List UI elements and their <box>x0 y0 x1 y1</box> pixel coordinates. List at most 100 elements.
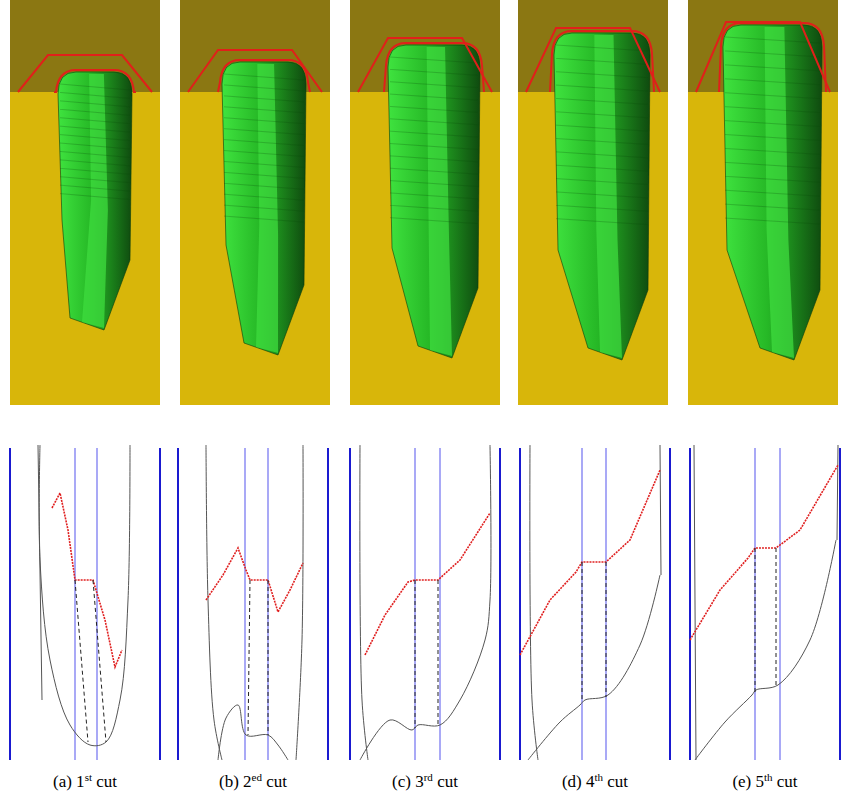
facet-line <box>390 94 478 100</box>
facet-line <box>556 152 648 158</box>
boundary-line <box>177 448 179 760</box>
guide-line <box>439 448 440 760</box>
tool-profile <box>218 705 288 760</box>
facet-line <box>224 183 304 189</box>
inner-profile <box>218 60 310 92</box>
facet-line <box>390 131 478 137</box>
facet-line <box>725 148 820 154</box>
chip-section <box>776 548 777 686</box>
facet-line <box>390 144 478 150</box>
guide-line <box>267 448 268 760</box>
facet-line <box>556 205 648 211</box>
facet-line <box>556 98 648 104</box>
inner-profile <box>550 31 654 92</box>
panel-caption: (c) 3rd cut <box>392 772 458 792</box>
chip-section <box>93 580 106 742</box>
tool-side <box>694 445 696 760</box>
panel-caption: (b) 2ed cut <box>219 772 287 792</box>
outer-profile <box>18 55 152 92</box>
facet-line <box>224 194 304 200</box>
tool-side <box>530 445 538 760</box>
cut-profile <box>365 513 490 655</box>
facet-line <box>60 101 130 107</box>
facet-line <box>390 193 478 199</box>
boundary-line <box>9 448 11 760</box>
chip-section <box>415 580 416 728</box>
tool-body <box>554 33 650 360</box>
facet-line <box>224 151 304 157</box>
tool-body <box>222 62 306 355</box>
facet-line <box>725 51 820 57</box>
inner-profile <box>54 70 136 92</box>
facet-line <box>224 205 304 211</box>
section-panel <box>520 445 670 760</box>
facet-line <box>390 106 478 112</box>
chip-section <box>75 580 88 742</box>
tool-side <box>360 445 368 760</box>
cut-profile <box>52 493 122 667</box>
facet-line <box>725 162 820 168</box>
tool-flank <box>765 27 794 358</box>
cut-profile <box>206 548 303 612</box>
facet-line <box>60 143 130 149</box>
facet-line <box>725 93 820 99</box>
tool-body <box>58 72 132 330</box>
facet-line <box>390 57 478 63</box>
boundary-line <box>349 448 351 760</box>
facet-line <box>224 161 304 167</box>
tool-flank <box>427 47 452 356</box>
facet-line <box>60 118 130 124</box>
facet-line <box>556 179 648 185</box>
tool-body <box>723 25 822 360</box>
panel-caption: (e) 5th cut <box>732 772 797 792</box>
section-panel <box>178 445 328 760</box>
facet-line <box>556 112 648 118</box>
facet-line <box>60 126 130 132</box>
inner-profile <box>384 43 484 92</box>
boundary-line <box>499 448 501 760</box>
facet-line <box>60 84 130 90</box>
facet-line <box>556 139 648 145</box>
facet-line <box>725 107 820 113</box>
facet-line <box>224 172 304 178</box>
tool-profile <box>39 445 130 746</box>
facet-line <box>556 85 648 91</box>
facet-line <box>224 129 304 135</box>
tool-side <box>206 445 222 760</box>
facet-line <box>60 177 130 183</box>
cut-profile <box>520 470 660 655</box>
facet-line <box>60 151 130 157</box>
guide-line <box>581 448 582 760</box>
guide-line <box>74 448 75 760</box>
render-panel <box>688 0 838 405</box>
inner-profile <box>719 23 826 92</box>
chip-section <box>248 580 250 735</box>
tool-side <box>296 445 303 760</box>
guide-line <box>779 448 780 760</box>
facet-line <box>556 125 648 131</box>
chip-section <box>755 548 756 692</box>
facet-line <box>556 192 648 198</box>
tool-profile <box>695 540 836 760</box>
facet-line <box>224 96 304 102</box>
facet-line <box>390 205 478 211</box>
tool-side <box>38 445 42 700</box>
chip-section <box>606 562 607 697</box>
outer-profile <box>696 22 830 92</box>
facet-line <box>60 135 130 141</box>
render-panel <box>518 0 668 405</box>
guide-line <box>754 448 755 760</box>
facet-line <box>60 109 130 115</box>
facet-line <box>60 168 130 174</box>
section-panel <box>350 445 500 760</box>
chip-section <box>268 580 269 735</box>
boundary-line <box>689 448 691 760</box>
tool-body <box>388 45 480 358</box>
facet-line <box>60 194 130 200</box>
guide-line <box>244 448 245 760</box>
facet-line <box>725 79 820 85</box>
facet-line <box>556 165 648 171</box>
facet-line <box>556 72 648 78</box>
